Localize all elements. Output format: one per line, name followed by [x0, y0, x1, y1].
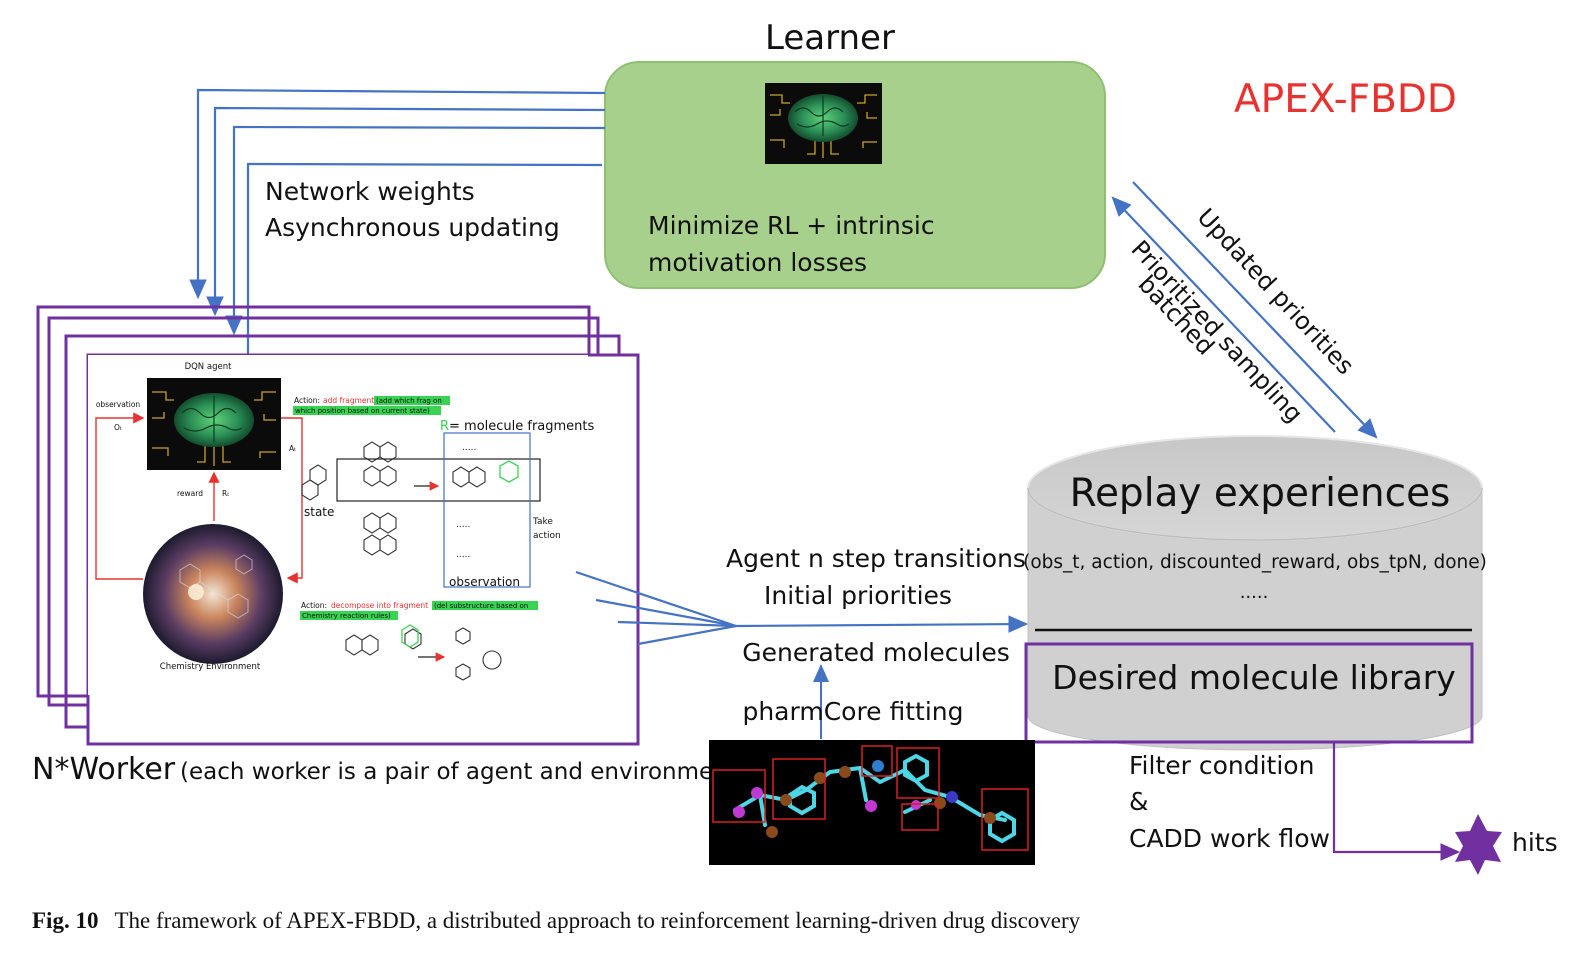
action-symbol: Aₜ [289, 444, 296, 453]
learner-loss-line1: Minimize RL + intrinsic [648, 211, 935, 240]
worker-label-sub: (each worker is a pair of agent and envi… [180, 759, 737, 785]
state-label: state [304, 505, 334, 519]
filter-label-line3: CADD work flow [1129, 824, 1330, 853]
brand-title: APEX-FBDD [1234, 77, 1457, 122]
take-action-line2: action [533, 531, 561, 541]
pharmacophore-image [709, 740, 1035, 865]
learner-title: Learner [765, 18, 895, 58]
learner-box [604, 61, 1106, 289]
filter-label-line1: Filter condition [1129, 751, 1314, 780]
fragments-label: = molecule fragments [449, 419, 595, 434]
dots-2: ..... [456, 520, 470, 530]
caption-label: Fig. 10 [32, 908, 99, 933]
state-molecules [301, 441, 502, 681]
prioritized-sampling-arrow [1111, 196, 1336, 433]
filter-label-line2: & [1129, 787, 1149, 816]
updated-priorities-label: Updated priorities [1192, 203, 1360, 380]
prioritized-sampling-label-line1: Prioritized sampling [1126, 235, 1309, 428]
action1-detail-line1: (add which frag on [376, 397, 442, 405]
figure-caption: Fig. 10 The framework of APEX-FBDD, a dis… [32, 908, 1080, 934]
agent-transitions-line2: Initial priorities [764, 581, 952, 610]
library-box [1024, 642, 1474, 744]
observation-box-label: observation [449, 575, 520, 589]
action1-detail-line2: which position based on current state) [295, 407, 430, 415]
replay-title: Replay experiences [1070, 471, 1451, 516]
network-weights-label-line1: Network weights [265, 177, 475, 206]
chemistry-environment-image [143, 524, 283, 664]
replay-tuple: (obs_t, action, discounted_reward, obs_t… [1023, 552, 1487, 573]
replay-ellipsis: ..... [1240, 582, 1269, 603]
action2-detail-line2: Chemistry reaction rules) [302, 612, 391, 620]
observation-symbol: Oₜ [114, 423, 122, 432]
dqn-agent-label: DQN agent [185, 362, 233, 372]
replay-cylinder [1027, 435, 1483, 751]
learner-loss-line2: motivation losses [648, 248, 867, 277]
action1-prefix: Action: [294, 396, 320, 405]
action1-name: add fragment [323, 396, 374, 405]
network-weights-label-line2: Asynchronous updating [265, 213, 560, 242]
agent-transitions-line1: Agent n step transitions [726, 544, 1026, 573]
hits-label: hits [1512, 828, 1558, 857]
dots-3: ..... [456, 550, 470, 560]
library-to-hits-arrow [1332, 742, 1461, 861]
take-action-line1: Take [532, 517, 553, 527]
hits-star-icon [1455, 814, 1502, 875]
reward-label: reward [177, 489, 203, 498]
pharmcore-label: pharmCore fitting [742, 697, 963, 726]
agent-env-loop [95, 412, 303, 584]
action2-prefix: Action: [301, 601, 327, 610]
worker-label-main: N*Worker [32, 752, 176, 787]
reward-symbol: Rₜ [222, 489, 229, 498]
selected-state-box [336, 458, 541, 502]
observation-box [443, 432, 531, 588]
generated-molecules-label: Generated molecules [742, 638, 1010, 667]
agent-brain-image [147, 378, 281, 470]
action2-name: decompose into fragment [331, 601, 428, 610]
observation-label: observation [96, 400, 141, 409]
learner-brain-image [765, 83, 882, 164]
library-label: Desired molecule library [1052, 658, 1456, 697]
chem-env-label: Chemistry Environment [160, 662, 261, 672]
updated-priorities-arrow [1132, 181, 1378, 439]
r-symbol: R [440, 419, 449, 434]
network-weight-arrows [189, 88, 606, 376]
action2-detail-line1: (del substructure based on [434, 602, 528, 610]
caption-text: The framework of APEX-FBDD, a distribute… [114, 908, 1081, 933]
dots-1: ..... [462, 443, 476, 453]
worker-to-replay-arrows [575, 570, 1029, 646]
